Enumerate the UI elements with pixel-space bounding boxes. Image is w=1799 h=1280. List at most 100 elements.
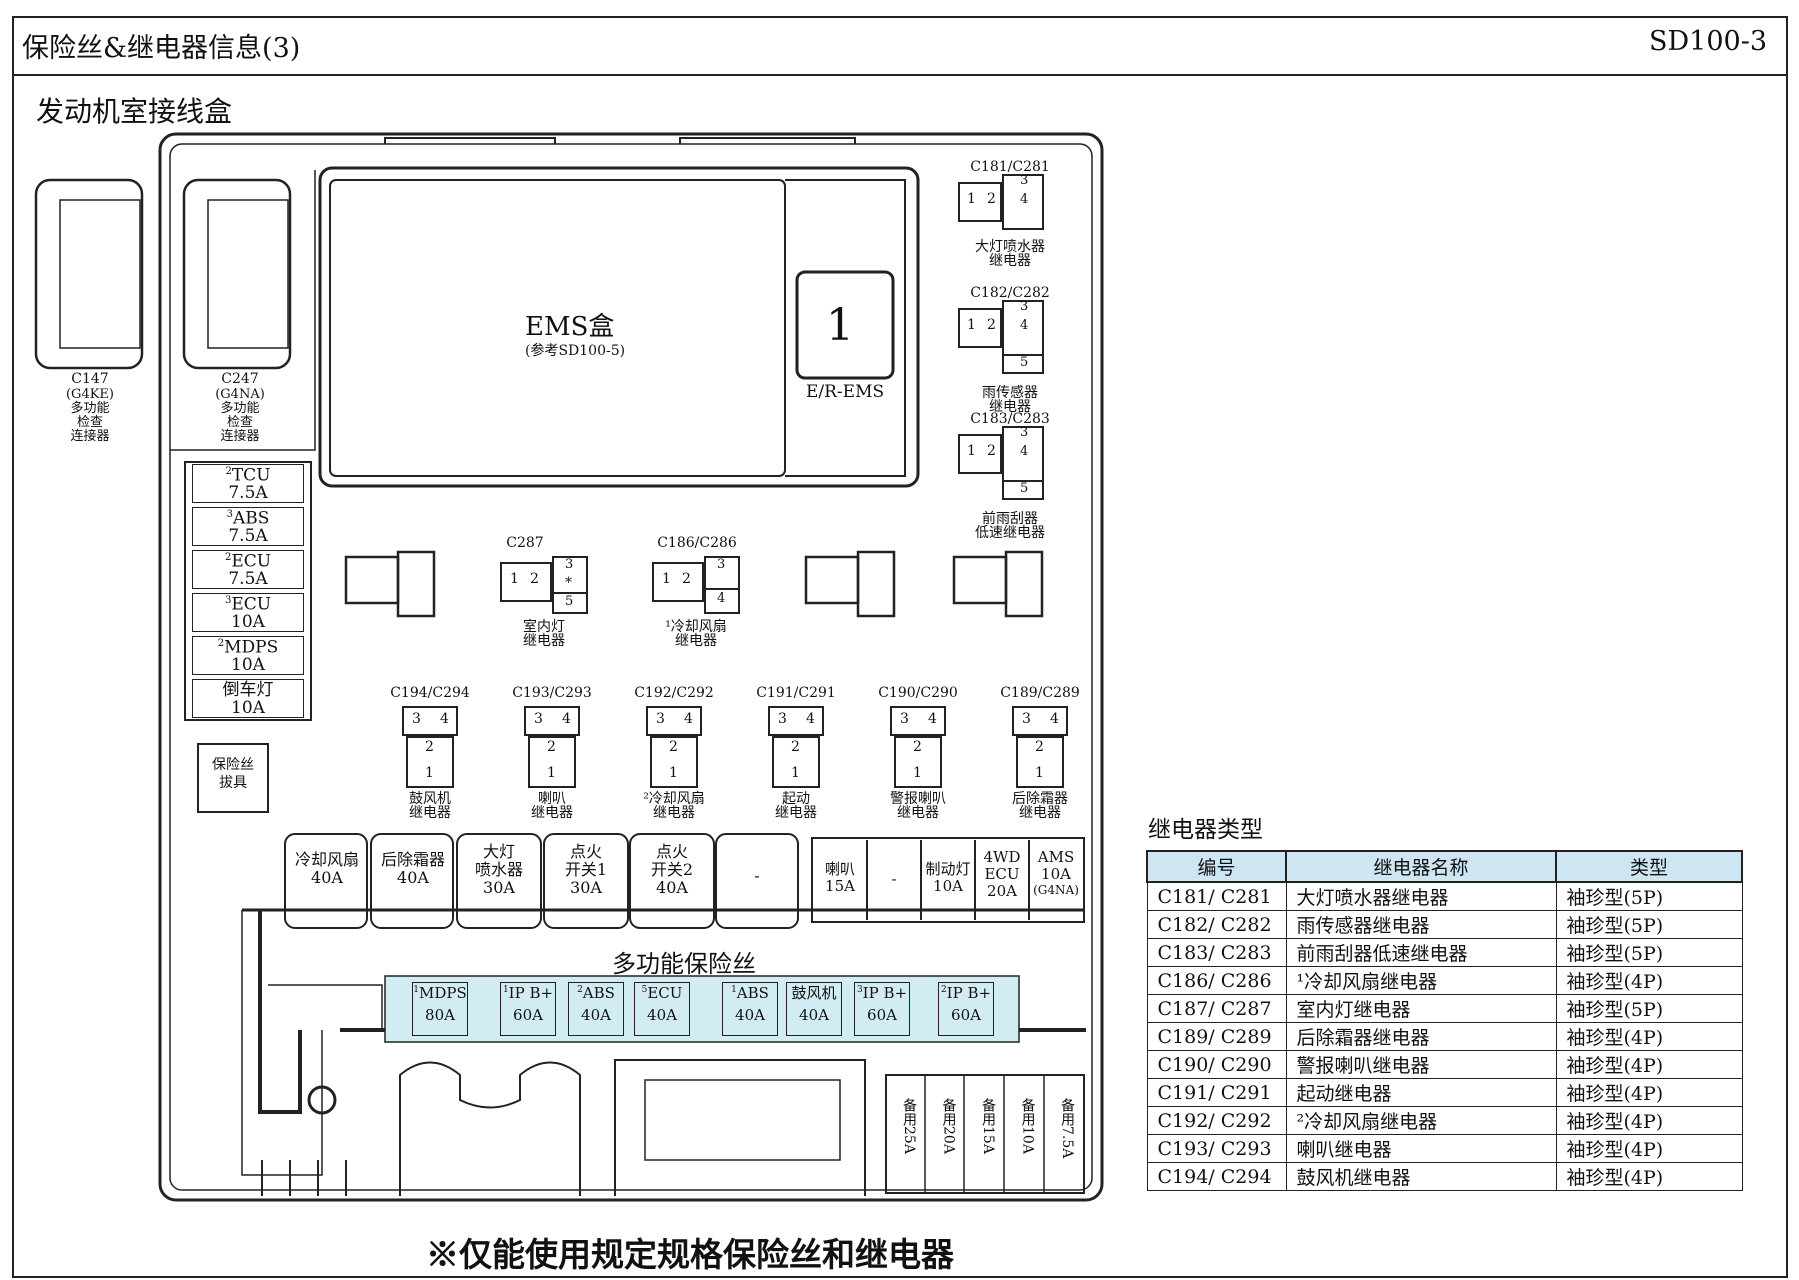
junction-box-outline [158, 132, 1104, 1202]
connector-id: C247 [221, 371, 259, 387]
relay-pin: 2 [682, 571, 691, 587]
relay-pin: 4 [806, 711, 815, 727]
connector-label: 多功能 [220, 401, 260, 416]
relay-label: ²冷却风扇 [643, 791, 705, 807]
relay-body [958, 434, 1002, 474]
relay-name-cell: 起动继电器 [1285, 1078, 1557, 1107]
multi-fuse-name: 1IP B+ [502, 984, 554, 1002]
relay-body [652, 562, 704, 602]
large-fuse-label: 点火 [655, 842, 688, 861]
multi-fuse-amp: 40A [735, 1006, 765, 1024]
relay-pin: 2 [425, 739, 434, 755]
small-fuse-label: 喇叭 [824, 860, 855, 878]
multi-fuse-name: 2IP B+ [940, 984, 992, 1002]
side-fuse-name: 3ABS [226, 508, 270, 529]
multi-fuse [786, 982, 842, 1036]
large-fuse-label: 30A [570, 878, 602, 897]
er-ems-number: 1 [826, 300, 854, 351]
relay-table-header: 编号 继电器名称 类型 [1146, 850, 1743, 883]
small-fuse-block [811, 837, 1085, 923]
small-fuse-label: 10A [1041, 865, 1071, 883]
small-fuse-divider [866, 840, 868, 920]
relay-body [1002, 174, 1044, 230]
side-fuse-amp: 10A [231, 698, 265, 718]
relay-body [958, 308, 1002, 348]
relay-name-cell: ¹冷却风扇继电器 [1285, 966, 1557, 995]
relay-pin: 5 [565, 594, 574, 609]
relay-type-cell: 袖珍型(4P) [1555, 1106, 1743, 1135]
relay-pin: 4 [1020, 318, 1029, 333]
relay-type-cell: 袖珍型(5P) [1555, 910, 1743, 939]
multi-fuse-name: 鼓风机 [791, 984, 837, 1002]
relay-name-cell: 鼓风机继电器 [1285, 1162, 1557, 1191]
multi-fuse-name: 1ABS [731, 984, 769, 1002]
ems-ref: (参考SD100-5) [525, 343, 626, 359]
multi-fuse [568, 982, 624, 1036]
connector-c247 [182, 178, 292, 370]
fuse-puller-label: 拔具 [219, 775, 247, 791]
relay-label: 继电器 [675, 633, 717, 649]
side-fuse-name: 2MDPS [217, 637, 279, 658]
relay-id: C186/C286 [657, 535, 737, 551]
fuse-puller [197, 743, 269, 813]
relay-id-cell: C192/ C292 [1146, 1106, 1287, 1135]
relay-id: C183/C283 [970, 411, 1050, 427]
multi-fuse-name: 3IP B+ [856, 984, 908, 1002]
side-fuse [192, 636, 304, 675]
relay-type-cell: 袖珍型(4P) [1555, 1078, 1743, 1107]
relay-body [1002, 300, 1044, 356]
large-fuse-label: 后除霜器 [380, 850, 445, 869]
relay-table-title: 继电器类型 [1148, 817, 1263, 843]
relay-type-cell: 袖珍型(4P) [1555, 1162, 1743, 1191]
relay-id: C287 [506, 535, 544, 551]
connector-label: 多功能 [70, 401, 110, 416]
multi-fuse-bar [384, 975, 1020, 1043]
relay-label: 鼓风机 [409, 791, 451, 807]
relay-pin: 5 [1020, 481, 1029, 496]
small-fuse-label: 15A [825, 877, 855, 895]
relay-type-cell: 袖珍型(4P) [1555, 1022, 1743, 1051]
side-fuse-name: 2TCU [225, 465, 271, 486]
large-fuse-label: 点火 [569, 842, 602, 861]
side-fuse-name: 倒车灯 [222, 680, 274, 700]
relay-body [1002, 354, 1044, 374]
multi-fuse-amp: 80A [425, 1006, 455, 1024]
section-title: 发动机室接线盒 [36, 95, 233, 128]
relay-pin: 3 [778, 711, 787, 727]
relay-pin: 2 [987, 317, 996, 333]
relay-name-cell: 警报喇叭继电器 [1285, 1050, 1557, 1079]
relay-pin: 3 [1020, 299, 1029, 314]
relay-pin: 3 [534, 711, 543, 727]
large-fuse-label: 冷却风扇 [294, 850, 359, 869]
relay-pin: 1 [967, 443, 976, 459]
small-fuse-label: 制动灯 [925, 860, 971, 878]
small-fuse-label: 4WD [983, 848, 1021, 866]
small-fuse-divider [974, 840, 976, 920]
relay-pin: 4 [1020, 444, 1029, 459]
relay-id-cell: C191/ C291 [1146, 1078, 1287, 1107]
small-fuse-label: 20A [987, 882, 1017, 900]
multi-fuse-amp: 40A [581, 1006, 611, 1024]
relay-name-cell: 喇叭继电器 [1285, 1134, 1557, 1163]
relay-label: ¹冷却风扇 [665, 619, 727, 635]
relay-pin: 3 [717, 557, 726, 572]
multi-fuse-title: 多功能保险丝 [612, 950, 756, 978]
er-ems-relay [795, 270, 895, 380]
col-id-header: 编号 [1146, 850, 1287, 883]
relay-pin: 2 [669, 739, 678, 755]
relay-id: C193/C293 [512, 685, 592, 701]
relay-pin: 2 [987, 191, 996, 207]
relay-label: 继电器 [775, 805, 817, 821]
relay-body [704, 588, 740, 614]
page-code: SD100-3 [1649, 26, 1767, 57]
relay-label: 继电器 [897, 805, 939, 821]
connector-label: 检查 [226, 415, 253, 430]
relay-label: 低速继电器 [975, 525, 1045, 541]
connector-sub: (G4NA) [215, 387, 265, 402]
relay-pin: 1 [1035, 765, 1044, 781]
relay-pin: 4 [440, 711, 449, 727]
